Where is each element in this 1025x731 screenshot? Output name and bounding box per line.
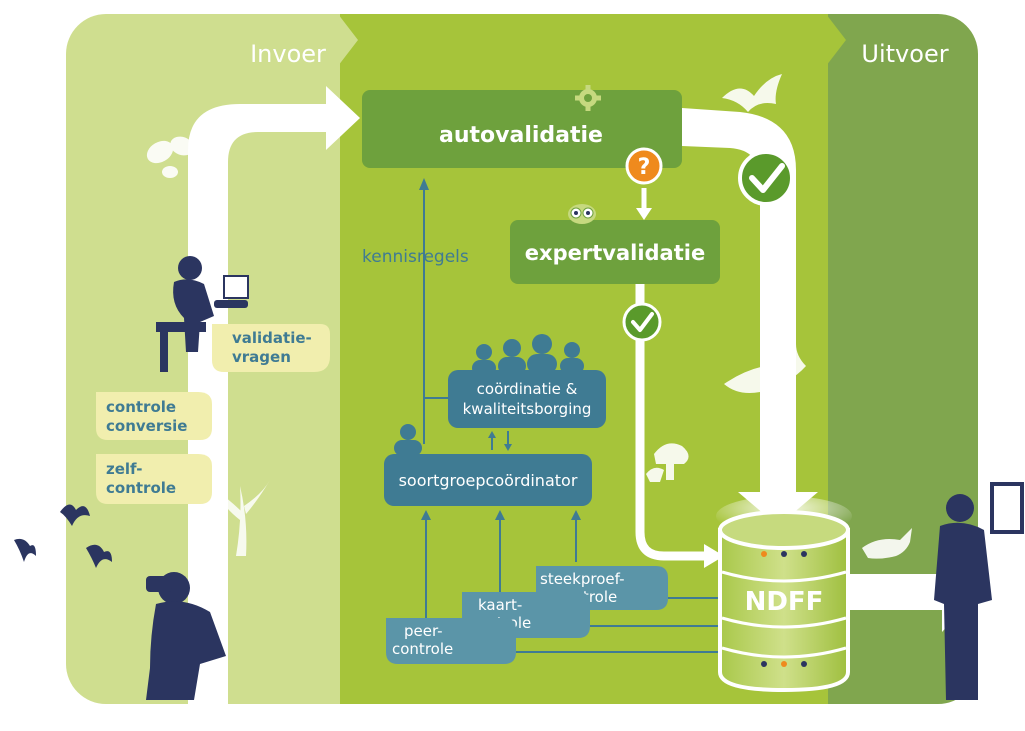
ndff-label: NDFF bbox=[745, 587, 824, 617]
conversion-check-tag bbox=[96, 392, 212, 440]
validation-questions-tag bbox=[212, 324, 330, 372]
mushroom-icon bbox=[646, 443, 689, 482]
peer-control-line1: peer- bbox=[404, 622, 443, 640]
input-chevron bbox=[338, 14, 358, 66]
sample-control-line1: steekproef- bbox=[540, 570, 624, 588]
map-control-line1: kaart- bbox=[478, 596, 522, 614]
peer-control-tag bbox=[386, 618, 516, 664]
speciesgroup-box bbox=[384, 454, 592, 506]
hare-icon bbox=[862, 528, 912, 559]
ndff-database bbox=[716, 496, 852, 693]
report-person-silhouette bbox=[934, 482, 1024, 700]
coordination-label-line1: coördinatie & bbox=[477, 380, 578, 398]
question-icon: ? bbox=[625, 147, 663, 185]
laptop-person-silhouette bbox=[156, 256, 249, 372]
peer-control-line2: controle bbox=[392, 640, 453, 658]
expert-flow-line bbox=[635, 282, 706, 561]
expertvalidation-label: expertvalidatie bbox=[525, 241, 705, 265]
bat-icon bbox=[722, 74, 782, 112]
coordination-label-line2: kwaliteitsborging bbox=[463, 400, 592, 418]
self-check-tag bbox=[96, 454, 212, 504]
output-title: Uitvoer bbox=[861, 40, 948, 68]
speciesgroup-label: soortgroepcoördinator bbox=[399, 471, 578, 490]
expertvalidation-box bbox=[510, 220, 720, 284]
owl-icon bbox=[568, 204, 596, 224]
self-check-line1: zelf- bbox=[106, 460, 143, 478]
svg-text:?: ? bbox=[638, 155, 651, 180]
control-arrows bbox=[421, 510, 581, 626]
autovalidation-label: autovalidatie bbox=[439, 123, 603, 148]
validation-questions-line2: vragen bbox=[232, 348, 291, 366]
birds-icon bbox=[14, 504, 112, 568]
butterfly-icon bbox=[146, 136, 194, 178]
output-flow-arrow bbox=[682, 108, 818, 526]
gear-icon bbox=[575, 85, 601, 111]
self-check-line2: controle bbox=[106, 479, 176, 497]
output-chevron bbox=[826, 14, 846, 66]
fish-icon bbox=[724, 344, 806, 393]
coordinator-silhouette bbox=[394, 424, 422, 456]
input-title: Invoer bbox=[250, 40, 326, 68]
knowledge-rules-label: kennisregels bbox=[362, 247, 469, 267]
auto-check-icon bbox=[738, 150, 794, 206]
coordination-box bbox=[448, 370, 606, 428]
plant-icon bbox=[216, 480, 270, 556]
validation-questions-line1: validatie- bbox=[232, 329, 312, 347]
photographer-silhouette bbox=[146, 572, 226, 700]
autovalidation-box bbox=[362, 90, 682, 168]
expert-check-icon bbox=[622, 302, 662, 342]
conversion-line1: controle bbox=[106, 398, 176, 416]
conversion-line2: conversie bbox=[106, 417, 187, 435]
